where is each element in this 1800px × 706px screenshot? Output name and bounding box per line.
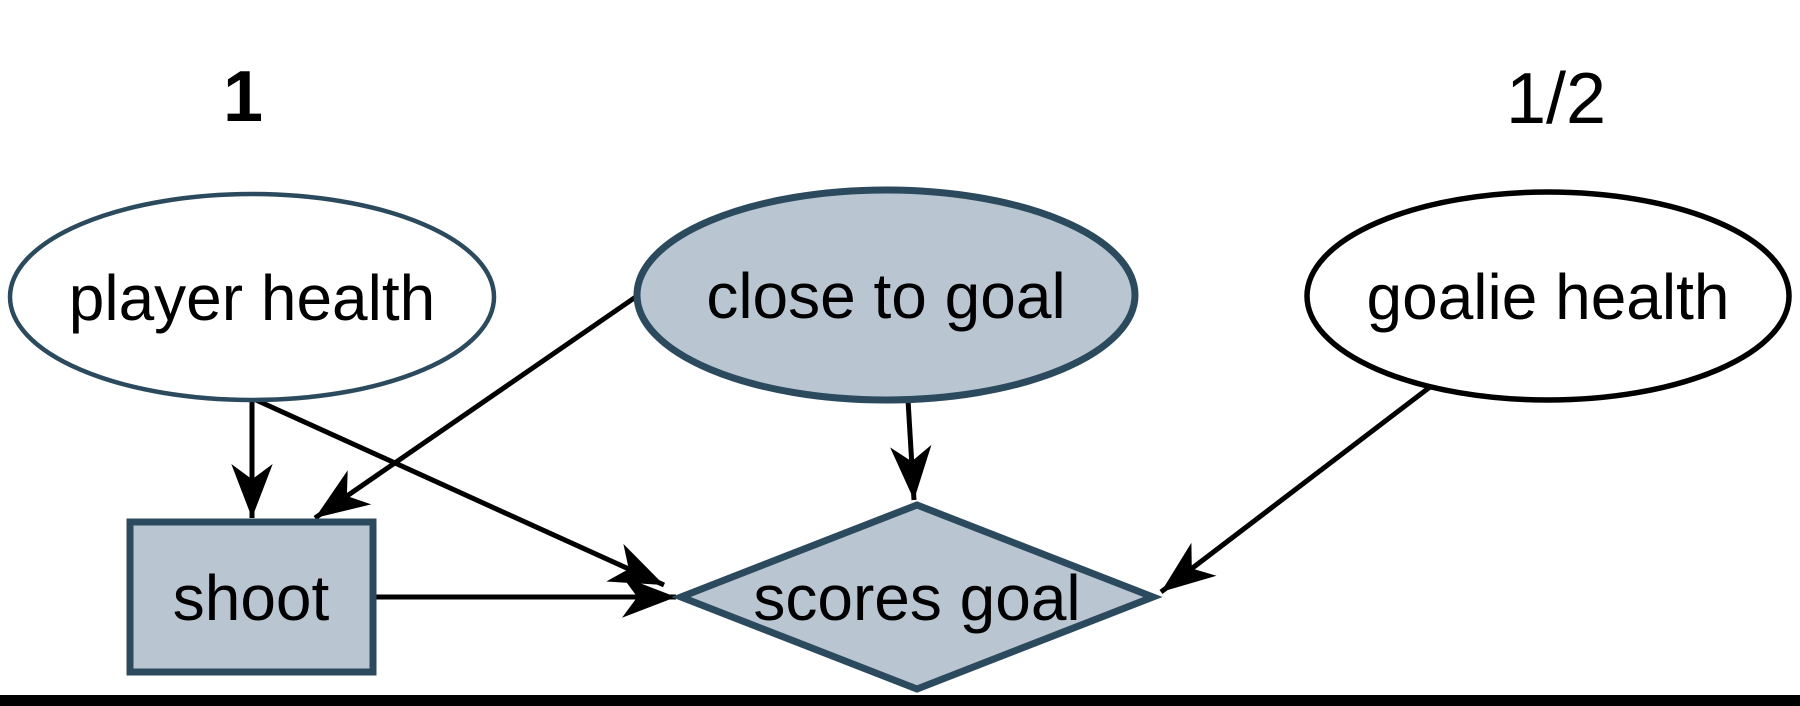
scores-goal-label: scores goal: [753, 562, 1080, 634]
edge-close-to-goal-to-shoot: [313, 291, 642, 521]
shoot-label: shoot: [173, 562, 330, 634]
node-scores-goal[interactable]: scores goal: [671, 501, 1163, 693]
node-goalie-health[interactable]: goalie health: [1304, 189, 1792, 403]
node-shoot[interactable]: shoot: [126, 518, 377, 676]
bottom-divider: [0, 695, 1800, 706]
probability-label-player: 1: [223, 57, 263, 137]
node-player-health[interactable]: player health: [7, 191, 497, 403]
close-to-goal-label: close to goal: [706, 260, 1065, 332]
node-close-to-goal[interactable]: close to goal: [633, 186, 1139, 404]
edges: [231, 291, 1432, 618]
player-health-label: player health: [69, 262, 435, 334]
player-health-ellipse[interactable]: [7, 191, 497, 403]
goalie-health-label: goalie health: [1367, 261, 1730, 333]
shoot-rect[interactable]: [126, 518, 377, 676]
edge-player-health-to-scores-goal: [254, 397, 666, 588]
edge-goalie-health-to-scores-goal: [1159, 385, 1432, 594]
probability-label-goalie: 1/2: [1506, 59, 1606, 139]
close-to-goal-ellipse[interactable]: [633, 186, 1139, 404]
scores-goal-diamond[interactable]: [671, 501, 1163, 693]
goalie-health-ellipse[interactable]: [1304, 189, 1792, 403]
edge-close-to-goal-to-scores-goal: [890, 399, 932, 501]
